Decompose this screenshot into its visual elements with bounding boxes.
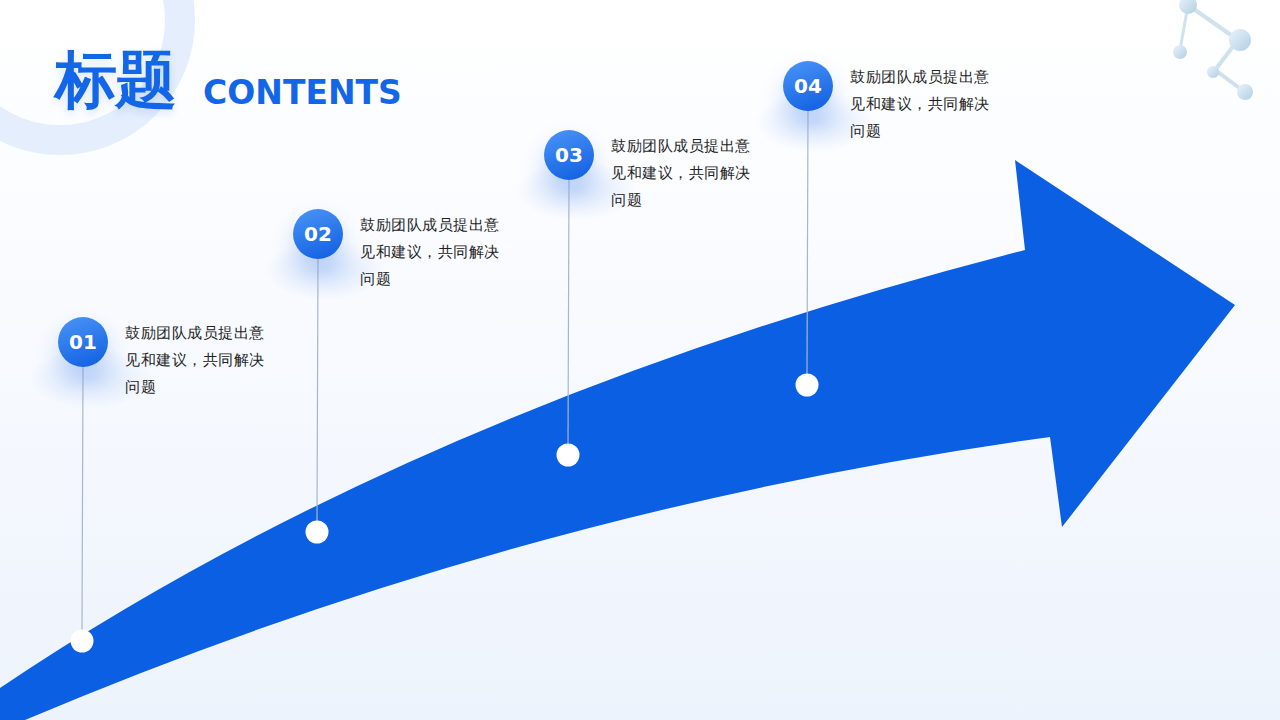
step-node: 04 鼓励团队成员提出意 见和建议，共同解决 问题 (783, 61, 1043, 151)
step-text: 鼓励团队成员提出意 见和建议，共同解决 问题 (360, 212, 535, 293)
step-number: 03 (544, 130, 594, 180)
step-text: 鼓励团队成员提出意 见和建议，共同解决 问题 (850, 64, 1025, 145)
slide-title: 标题 (55, 38, 175, 122)
milestone-dots (71, 374, 819, 653)
decor-ring (0, 0, 180, 140)
title-subtext: CONTENTS (203, 73, 402, 112)
growth-arrow (0, 160, 1235, 720)
leader-lines (82, 111, 808, 630)
step-number: 01 (58, 317, 108, 367)
step-text: 鼓励团队成员提出意 见和建议，共同解决 问题 (125, 320, 300, 401)
molecule-decor (1173, 0, 1253, 100)
step-number: 02 (293, 209, 343, 259)
step-text: 鼓励团队成员提出意 见和建议，共同解决 问题 (611, 133, 786, 214)
step-node: 02 鼓励团队成员提出意 见和建议，共同解决 问题 (293, 209, 553, 299)
step-node: 01 鼓励团队成员提出意 见和建议，共同解决 问题 (58, 317, 318, 407)
step-number: 04 (783, 61, 833, 111)
step-node: 03 鼓励团队成员提出意 见和建议，共同解决 问题 (544, 130, 804, 220)
